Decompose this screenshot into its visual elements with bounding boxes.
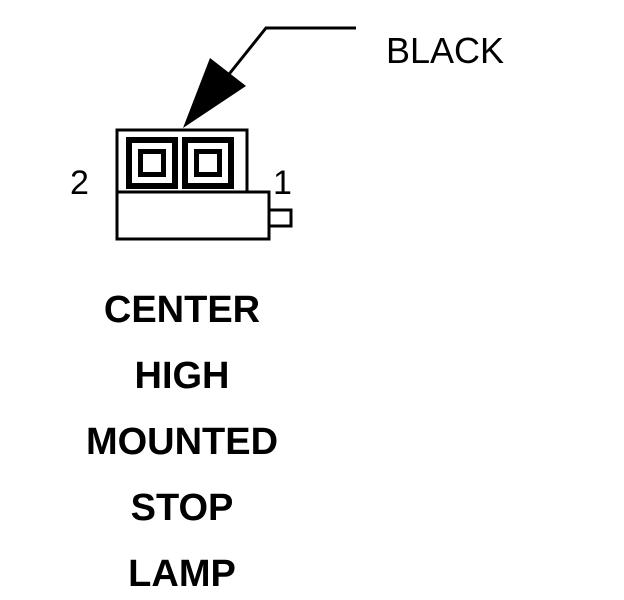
component-name-line-5: LAMP (128, 553, 236, 595)
component-name-line-3: MOUNTED (85, 421, 279, 463)
leader-line (224, 26, 356, 79)
cavity-pin-1 (182, 137, 234, 189)
wire-color-label: BLACK (386, 30, 505, 71)
component-name-line-2: HIGH (134, 355, 230, 397)
connector-housing-bottom (115, 190, 271, 241)
component-name-line-1: CENTER (103, 289, 261, 331)
pin-1-label: 1 (273, 164, 292, 202)
component-name-line-4: STOP (130, 487, 234, 529)
connector-lock-tab (267, 208, 293, 228)
pin-2-label: 2 (70, 164, 89, 202)
cavity-pin-2 (126, 137, 178, 189)
leader-arrowhead (183, 58, 246, 128)
